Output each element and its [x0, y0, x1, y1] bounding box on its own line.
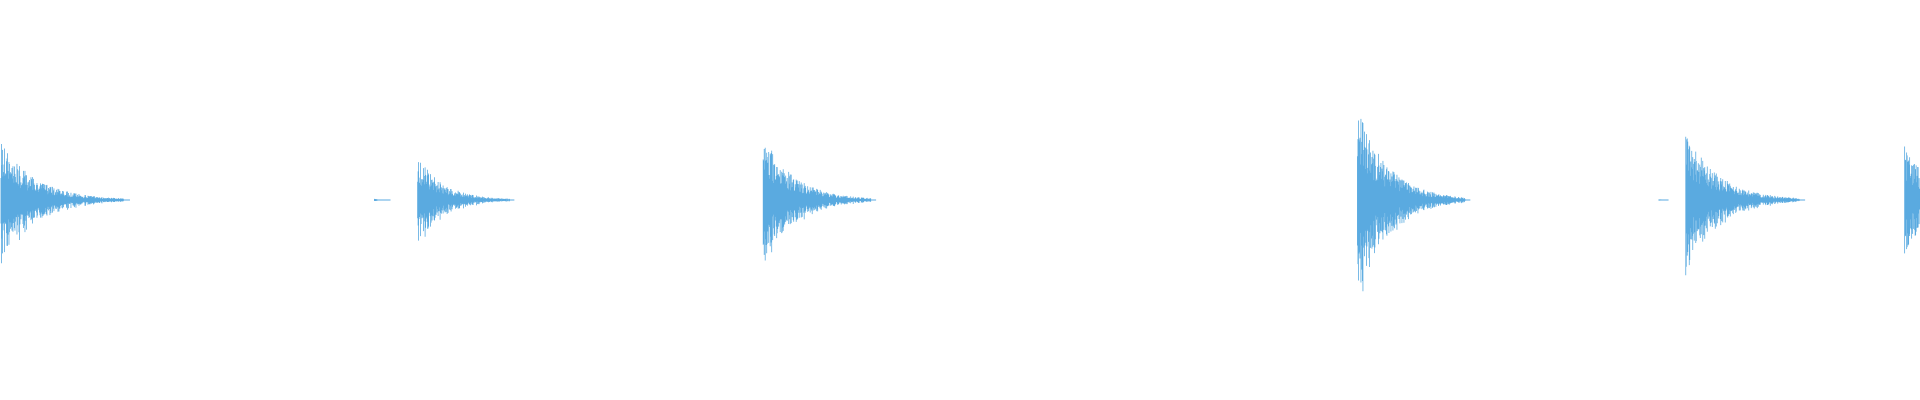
- transient-burst: [1357, 118, 1466, 292]
- transient-1: [417, 162, 515, 241]
- noise-speck-0: [374, 198, 391, 202]
- noise-speck-burst: [1658, 199, 1669, 201]
- waveform-layer: [0, 118, 1920, 292]
- noise-speck-burst: [374, 198, 390, 202]
- transient-4: [1685, 136, 1806, 276]
- transient-3: [1357, 118, 1471, 292]
- transient-5: [1904, 146, 1920, 254]
- transient-0: [0, 143, 130, 264]
- transient-burst: [1685, 136, 1800, 276]
- transient-burst: [762, 147, 872, 261]
- transient-2: [762, 147, 877, 261]
- noise-speck-1: [1658, 199, 1669, 201]
- transient-burst: [417, 162, 510, 241]
- transient-burst: [0, 143, 124, 264]
- transient-burst: [1904, 146, 1920, 254]
